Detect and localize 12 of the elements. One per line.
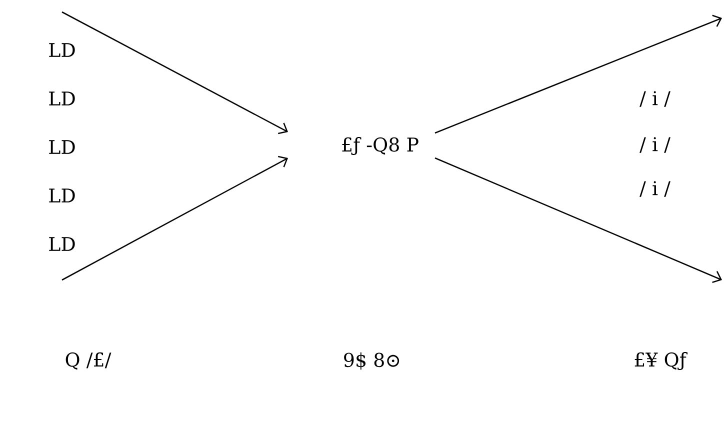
text-label: / i / bbox=[640, 137, 670, 153]
text-label: / i / bbox=[640, 181, 670, 197]
arrow bbox=[62, 11, 288, 134]
text-label: Q /£/ bbox=[66, 352, 112, 370]
arrow bbox=[434, 157, 722, 283]
arrow bbox=[62, 156, 288, 281]
text-label: 9$ 8⊙ bbox=[344, 352, 400, 370]
input-list: LD LD LD LD LD bbox=[49, 43, 75, 251]
center-text: £ƒ -Q8 P bbox=[342, 137, 418, 155]
text-label: / i / bbox=[640, 91, 670, 107]
text-label: £¥ Qƒ bbox=[634, 352, 688, 370]
arrow bbox=[434, 14, 722, 134]
